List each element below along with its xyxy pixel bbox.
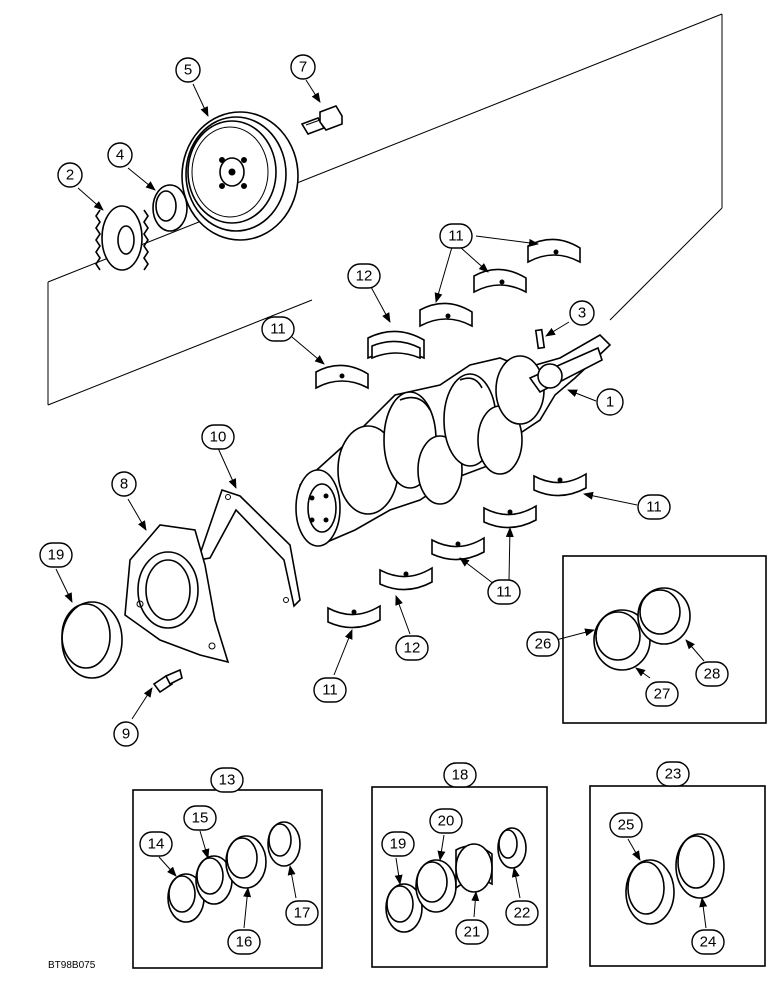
svg-text:10: 10	[210, 429, 227, 446]
callout-21: 21	[455, 919, 489, 945]
kit-23-parts	[625, 833, 725, 925]
drawing-code: BT98B075	[48, 960, 96, 971]
svg-text:15: 15	[192, 810, 209, 827]
svg-text:11: 11	[322, 682, 338, 699]
svg-text:19: 19	[390, 836, 407, 853]
crankshaft	[295, 334, 612, 547]
callout-28: 28	[695, 661, 729, 687]
callout-17: 17	[285, 900, 319, 926]
lower-bearing-shells	[327, 472, 587, 629]
kit-18-parts	[385, 827, 527, 933]
svg-text:5: 5	[184, 62, 192, 79]
svg-text:11: 11	[270, 321, 286, 338]
leader-lines	[55, 79, 708, 929]
callout-9: 9	[113, 721, 139, 747]
svg-text:28: 28	[704, 666, 721, 683]
sleeve-27	[593, 609, 651, 671]
pulley-bolt	[300, 105, 343, 135]
svg-text:16: 16	[236, 934, 253, 951]
callout-23: 23	[656, 761, 690, 787]
callout-2: 2	[57, 162, 83, 188]
svg-text:17: 17	[294, 905, 311, 922]
svg-text:19: 19	[48, 547, 65, 564]
svg-text:27: 27	[654, 686, 671, 703]
dowel-pin	[534, 328, 546, 350]
callout-12-b: 12	[395, 635, 429, 661]
svg-text:18: 18	[452, 767, 469, 784]
svg-text:22: 22	[514, 905, 531, 922]
kit-box-26	[562, 555, 767, 724]
svg-text:7: 7	[299, 59, 307, 76]
callout-22: 22	[505, 900, 539, 926]
callout-8: 8	[111, 471, 137, 497]
rear-seal-housing	[124, 524, 230, 664]
kit-13-rings	[167, 821, 301, 923]
callout-16: 16	[227, 929, 261, 955]
callout-11-c: 11	[637, 494, 671, 520]
svg-text:11: 11	[448, 228, 464, 245]
callout-25: 25	[609, 812, 643, 838]
svg-text:26: 26	[535, 636, 552, 653]
svg-text:4: 4	[116, 147, 124, 164]
callout-24: 24	[691, 929, 725, 955]
rear-cover-gasket	[196, 488, 301, 608]
spacer-ring	[152, 184, 188, 232]
svg-text:1: 1	[606, 394, 614, 411]
callout-12-a: 12	[347, 263, 381, 289]
callout-14: 14	[139, 831, 173, 857]
callout-3: 3	[569, 300, 595, 326]
svg-text:12: 12	[404, 640, 421, 657]
svg-text:2: 2	[66, 167, 74, 184]
svg-text:23: 23	[665, 766, 682, 783]
callout-20: 20	[429, 808, 463, 834]
svg-text:11: 11	[646, 499, 662, 516]
callout-11-b: 11	[439, 223, 473, 249]
callout-11-d: 11	[487, 579, 521, 605]
callout-11-a: 11	[261, 316, 295, 342]
svg-text:8: 8	[120, 476, 128, 493]
svg-text:24: 24	[700, 934, 717, 951]
callout-26: 26	[526, 631, 560, 657]
callout-4: 4	[107, 142, 133, 168]
svg-text:14: 14	[148, 836, 165, 853]
seal-28	[637, 587, 691, 645]
callout-1: 1	[596, 388, 624, 416]
svg-text:11: 11	[496, 584, 512, 601]
callout-13: 13	[210, 767, 244, 793]
callout-19-b: 19	[381, 831, 415, 857]
rear-oil-seal	[61, 601, 123, 679]
upper-bearing-shells	[315, 238, 581, 390]
svg-text:20: 20	[438, 813, 455, 830]
svg-text:25: 25	[618, 817, 635, 834]
callout-10: 10	[201, 424, 235, 450]
svg-text:12: 12	[356, 268, 373, 285]
svg-text:3: 3	[578, 305, 586, 322]
svg-text:9: 9	[122, 726, 130, 743]
callout-18: 18	[443, 762, 477, 788]
callout-11-e: 11	[313, 677, 347, 703]
svg-text:21: 21	[464, 924, 481, 941]
callout-7: 7	[290, 54, 316, 80]
callout-19-a: 19	[39, 542, 73, 568]
svg-text:13: 13	[219, 772, 236, 789]
engine-outline	[47, 13, 723, 406]
callout-15: 15	[183, 805, 217, 831]
crankshaft-gear	[95, 205, 149, 271]
housing-bolt	[152, 668, 183, 694]
callout-5: 5	[175, 57, 201, 83]
callout-27: 27	[645, 681, 679, 707]
crankshaft-pulley	[181, 111, 299, 241]
